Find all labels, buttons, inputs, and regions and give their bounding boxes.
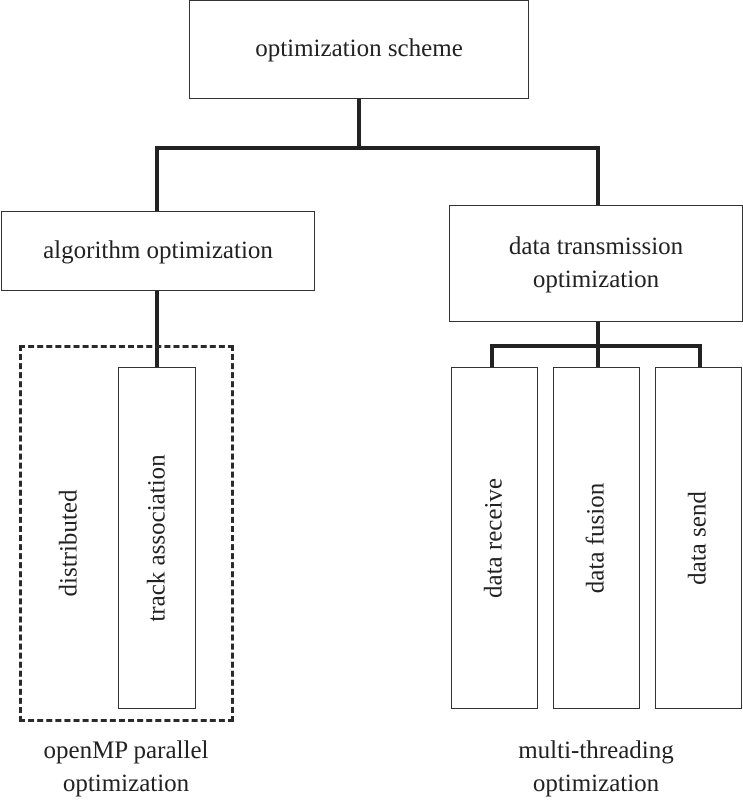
- connector-root-stem: [357, 99, 361, 149]
- root-node-label: optimization scheme: [255, 35, 463, 63]
- root-node: optimization scheme: [189, 0, 529, 99]
- openmp-caption-line-1: openMP parallel: [43, 737, 209, 764]
- data-send-node: [655, 367, 742, 709]
- connector-left-child: [155, 291, 159, 368]
- data-send-label: data send: [684, 491, 712, 585]
- data-receive-node: [451, 367, 538, 709]
- connector-right-child-3: [698, 344, 702, 368]
- openmp-caption-line-2: optimization: [62, 769, 190, 797]
- data-transmission-label-line-2: optimization: [532, 265, 660, 293]
- distributed-label: distributed: [55, 489, 83, 597]
- connector-right-stem: [596, 322, 600, 348]
- connector-right-drop: [596, 146, 600, 206]
- connector-right-child-2: [596, 344, 600, 368]
- openmp-caption: openMP parallel optimization: [0, 735, 252, 800]
- algorithm-optimization-node: algorithm optimization: [1, 211, 315, 291]
- multithreading-caption-line-2: optimization: [532, 769, 660, 797]
- track-association-label: track association: [143, 454, 171, 622]
- openmp-group-frame: [19, 345, 234, 722]
- data-transmission-node: data transmission optimization: [449, 205, 743, 322]
- connector-top-bar: [155, 146, 600, 150]
- multithreading-caption-line-1: multi-threading: [518, 737, 674, 764]
- data-receive-label: data receive: [480, 477, 508, 599]
- multithreading-caption: multi-threading optimization: [450, 735, 742, 800]
- data-transmission-label-line-1: data transmission: [508, 233, 684, 260]
- algorithm-optimization-label: algorithm optimization: [43, 236, 273, 264]
- connector-left-drop: [155, 146, 159, 212]
- track-association-node: [118, 367, 196, 709]
- data-fusion-label: data fusion: [582, 482, 610, 594]
- data-fusion-node: [553, 367, 640, 709]
- connector-right-child-1: [490, 344, 494, 368]
